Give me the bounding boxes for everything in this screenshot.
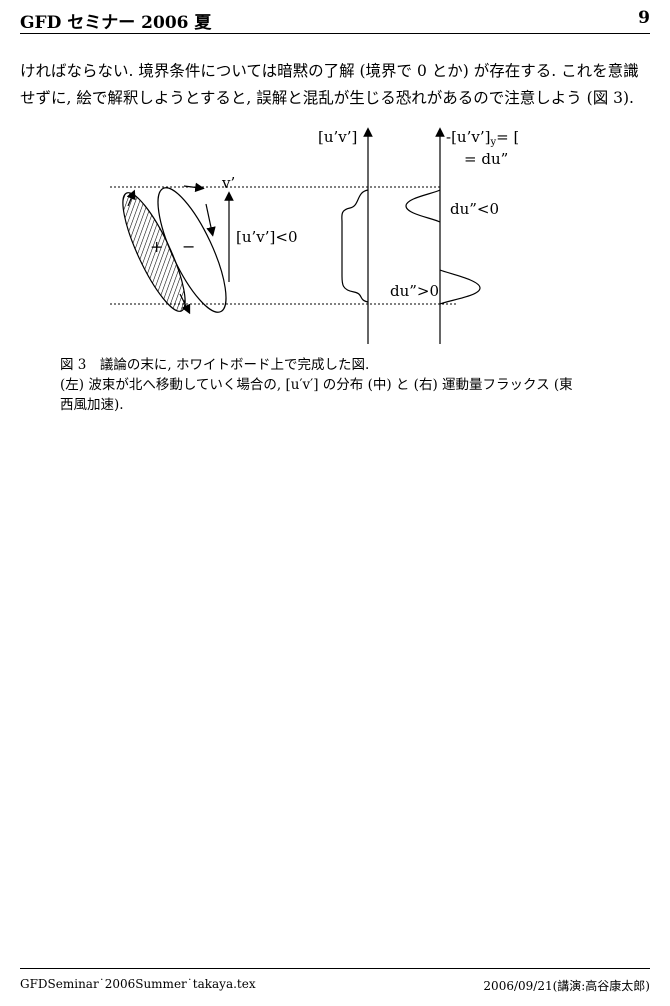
body-line-2: せずに, 絵で解釈しようとすると, 誤解と混乱が生じる恐れがあるので注意しよう …: [20, 89, 634, 107]
caption-line-1: 図 3 議論の末に, ホワイトボード上で完成した図.: [60, 357, 370, 373]
v-prime-label: v’: [221, 174, 235, 192]
right-axis-label-suffix: = [v’ζ’]: [496, 128, 518, 146]
page-number: 9: [638, 8, 650, 28]
middle-profile-curve: [341, 189, 369, 303]
footer-rule: [20, 968, 650, 969]
negative-ellipse: [157, 187, 227, 313]
circulation-arrow-right-icon: [183, 182, 205, 193]
lower-lobe-annotation: du”>0: [390, 282, 439, 300]
right-axis-label-subscript: y: [489, 137, 496, 148]
body-paragraph: ければならない. 境界条件については暗黙の了解 (境界で 0 とか) が存在する…: [20, 58, 652, 112]
right-lower-lobe-curve: [439, 269, 481, 305]
circulation-arrow-up-icon: [126, 189, 136, 207]
upper-lobe-annotation: du”<0: [450, 200, 499, 218]
figure-caption: 図 3 議論の末に, ホワイトボード上で完成した図. (左) 波束が北へ移動して…: [60, 355, 620, 415]
figure-3-drawing: v’ + − [u’v’]<0 [u’v’] -[u’v’]y= [v’ζ’] …: [110, 127, 518, 344]
minus-sign-label: −: [182, 237, 195, 256]
body-line-1: ければならない. 境界条件については暗黙の了解 (境界で 0 とか) が存在する…: [20, 62, 639, 80]
caption-line-3: 西風加速).: [60, 397, 124, 413]
figure-3: v’ + − [u’v’]<0 [u’v’] -[u’v’]y= [v’ζ’] …: [108, 124, 518, 346]
footer-filename: GFDSeminar˙2006Summer˙takaya.tex: [20, 977, 256, 991]
plus-sign-label: +: [150, 237, 163, 256]
right-axis-label-prefix: -[u’v’]: [446, 128, 490, 146]
header-title: GFD セミナー 2006 夏: [20, 13, 212, 33]
middle-axis-label: [u’v’]: [318, 128, 357, 146]
caption-line-2: (左) 波束が北へ移動していく場合の, [u′v′] の分布 (中) と (右)…: [60, 377, 573, 393]
right-axis-label-line2: = du”: [464, 150, 508, 168]
right-axis-label: -[u’v’]y= [v’ζ’]: [446, 128, 518, 148]
circulation-arrow-down-icon: [179, 293, 191, 315]
left-flux-label: [u’v’]<0: [236, 228, 298, 246]
right-upper-lobe-curve: [405, 189, 441, 223]
page-header: GFD セミナー 2006 夏 9: [20, 8, 650, 33]
footer-date-speaker: 2006/09/21(講演:高谷康太郎): [483, 979, 650, 993]
header-rule: [20, 33, 650, 34]
circulation-arrow-down-right-icon: [205, 203, 216, 237]
